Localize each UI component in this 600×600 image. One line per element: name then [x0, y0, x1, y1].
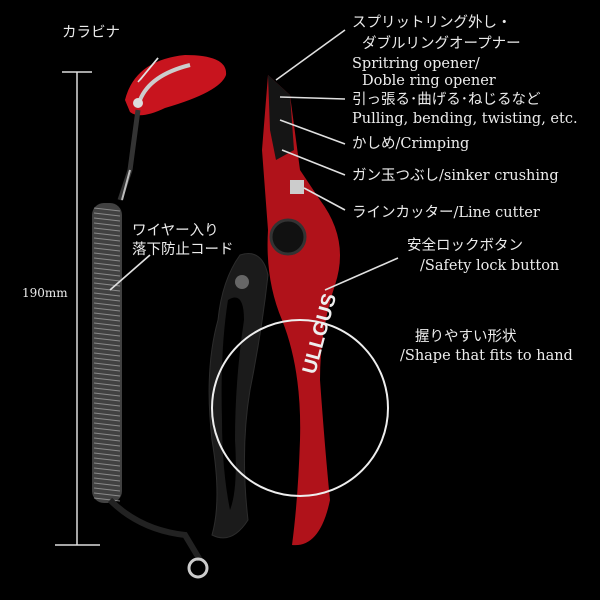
- coil-loop: [93, 237, 121, 242]
- coil-loop: [93, 497, 121, 502]
- label-sinker: ガン玉つぶし/sinker crushing: [352, 168, 559, 184]
- coil-cord-icon: [92, 109, 209, 579]
- coil-loop: [93, 407, 121, 412]
- coil-loop: [93, 277, 121, 282]
- label-shape-en: /Shape that fits to hand: [400, 348, 573, 364]
- coil-loop: [93, 307, 121, 312]
- coil-loop: [93, 207, 121, 212]
- coil-loop: [93, 257, 121, 262]
- coil-loop: [93, 447, 121, 452]
- coil-loop: [93, 222, 121, 227]
- coil-loop: [93, 227, 121, 232]
- coil-loop: [93, 457, 121, 462]
- label-split-ring-jp1: スプリットリング外し・: [352, 15, 512, 31]
- coil-loop: [93, 467, 121, 472]
- label-cord-1: ワイヤー入り: [132, 223, 219, 239]
- coil-loop: [93, 242, 121, 247]
- coil-loop: [93, 377, 121, 382]
- label-length: 190mm: [22, 286, 68, 300]
- coil-loop: [93, 417, 121, 422]
- label-shape-jp: 握りやすい形状: [415, 329, 517, 345]
- highlight-circle: [211, 319, 389, 497]
- coil-loop: [93, 267, 121, 272]
- coil-loop: [93, 362, 121, 367]
- black-handle-icon: [208, 253, 269, 539]
- coil-loop: [93, 442, 121, 447]
- coil-loop: [93, 292, 121, 297]
- coil-loop: [93, 427, 121, 432]
- coil-loop: [93, 252, 121, 257]
- coil-loop: [93, 472, 121, 477]
- coil-loop: [93, 422, 121, 427]
- coil-loop: [93, 347, 121, 352]
- coil-loop: [93, 357, 121, 362]
- coil-loop: [93, 272, 121, 277]
- coil-loop: [93, 372, 121, 377]
- coil-loop: [93, 327, 121, 332]
- coil-loop: [93, 287, 121, 292]
- carabiner-icon: [125, 55, 227, 116]
- label-lock-en: /Safety lock button: [420, 258, 560, 274]
- coil-loop: [93, 302, 121, 307]
- coil-loop: [93, 297, 121, 302]
- coil-loop: [93, 352, 121, 357]
- label-lock-jp: 安全ロックボタン: [407, 238, 523, 254]
- label-cord-2: 落下防止コード: [132, 242, 234, 258]
- coil-loop: [93, 367, 121, 372]
- coil-loop: [93, 487, 121, 492]
- coil-loop: [93, 317, 121, 322]
- label-split-ring-jp2: ダブルリングオープナー: [362, 36, 521, 52]
- pointer-lines: [109, 29, 399, 291]
- coil-loop: [93, 412, 121, 417]
- coil-loop: [93, 337, 121, 342]
- label-cutter: ラインカッター/Line cutter: [352, 205, 540, 221]
- coil-loop: [93, 437, 121, 442]
- coil-loop: [93, 402, 121, 407]
- label-split-ring-en2: Doble ring opener: [362, 73, 496, 89]
- coil-loop: [93, 217, 121, 222]
- label-pulling-en: Pulling, bending, twisting, etc.: [352, 111, 578, 127]
- coil-loop: [93, 232, 121, 237]
- coil-loop: [93, 462, 121, 467]
- coil-loop: [93, 397, 121, 402]
- coil-loop: [93, 382, 121, 387]
- red-handle-icon: ULLGUS: [262, 75, 341, 546]
- coil-loop: [93, 392, 121, 397]
- coil-loop: [93, 332, 121, 337]
- coil-loop: [93, 342, 121, 347]
- coil-loop: [93, 387, 121, 392]
- coil-loop: [93, 212, 121, 217]
- label-pulling-jp: 引っ張る･曲げる･ねじるなど: [352, 92, 541, 108]
- label-split-ring-en1: Spritring opener/: [352, 56, 480, 72]
- label-carabiner: カラビナ: [62, 25, 120, 41]
- coil-loop: [93, 312, 121, 317]
- coil-loop: [93, 262, 121, 267]
- coil-loop: [93, 452, 121, 457]
- coil-loop: [93, 482, 121, 487]
- dimension-line: [55, 71, 100, 546]
- coil-loop: [93, 322, 121, 327]
- label-crimping: かしめ/Crimping: [352, 136, 470, 152]
- coil-loop: [93, 247, 121, 252]
- coil-loop: [93, 492, 121, 497]
- coil-loop: [93, 477, 121, 482]
- coil-loop: [93, 432, 121, 437]
